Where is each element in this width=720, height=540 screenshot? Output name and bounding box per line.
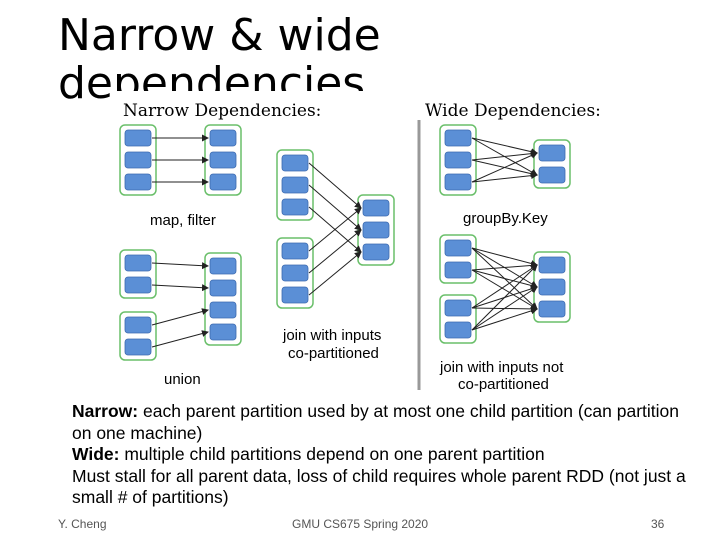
join-copartitioned-label-line-1: join with inputs: [282, 327, 381, 344]
wide-term: Wide:: [72, 444, 120, 464]
partition-block: [444, 239, 472, 257]
partition-block: [538, 300, 566, 318]
partition-block: [209, 151, 237, 169]
rdd-boxes: [119, 124, 571, 361]
partition-block: [444, 173, 472, 191]
partition-block: [209, 323, 237, 341]
dependency-arrow: [471, 152, 538, 183]
partition-block: [281, 176, 309, 194]
partition-block: [281, 198, 309, 216]
partition-block: [209, 173, 237, 191]
partition-block: [281, 286, 309, 304]
footer-author: Y. Cheng: [58, 517, 107, 531]
dependency-arrow: [308, 162, 362, 209]
dependency-arrow: [151, 308, 209, 326]
dependency-arrow: [308, 251, 362, 296]
wide-description-text: multiple child partitions depend on one …: [119, 444, 545, 464]
dependency-arrow: [471, 172, 538, 183]
dependency-arrow: [471, 261, 538, 271]
narrow-description: Narrow: each parent partition used by at…: [72, 401, 692, 444]
partition-block: [209, 279, 237, 297]
dependency-arrow: [151, 262, 209, 270]
dependency-arrow: [308, 206, 362, 253]
slide-body: Narrow: each parent partition used by at…: [72, 401, 692, 509]
dependency-arrow: [471, 137, 538, 156]
footer-page-number: 36: [651, 517, 665, 531]
partition-block: [124, 129, 152, 147]
dependency-arrow: [471, 286, 538, 331]
partition-block: [209, 257, 237, 275]
partition-block: [444, 321, 472, 339]
partition-block: [124, 316, 152, 334]
slide-title: Narrow & wide dependencies: [58, 12, 381, 108]
partition-block: [444, 299, 472, 317]
join-copartitioned-label-line-2: co-partitioned: [288, 345, 379, 362]
dependency-arrow: [471, 264, 538, 309]
partition-block: [124, 151, 152, 169]
dependency-arrow: [151, 330, 209, 348]
union-label: union: [164, 371, 201, 388]
partition-block: [538, 144, 566, 162]
partition-block: [362, 221, 390, 239]
partition-block: [124, 254, 152, 272]
partition-block: [124, 338, 152, 356]
stall-description: Must stall for all parent data, loss of …: [72, 465, 686, 508]
partition-block: [281, 154, 309, 172]
partition-block: [444, 129, 472, 147]
partition-block: [538, 166, 566, 184]
partition-block: [124, 276, 152, 294]
partition-block: [281, 264, 309, 282]
wide-description: Wide: multiple child partitions depend o…: [72, 444, 692, 466]
slide-title-line-1: Narrow & wide: [58, 10, 381, 61]
dependency-arrow: [471, 269, 538, 310]
dependency-arrow: [308, 229, 362, 274]
narrow-heading: Narrow Dependencies:: [123, 101, 321, 121]
dependency-arrow: [471, 264, 538, 331]
diagram-background: [113, 91, 593, 391]
union-child-rdd: [204, 252, 242, 346]
map-filter-label: map, filter: [150, 212, 216, 229]
dependency-arrows: [151, 134, 538, 348]
partition-block: [538, 256, 566, 274]
partition-block: [209, 301, 237, 319]
partition-block: [538, 278, 566, 296]
dependency-arrow: [471, 307, 538, 331]
narrow-description-text: each parent partition used by at most on…: [72, 401, 679, 443]
partition-block: [362, 199, 390, 217]
wide-heading: Wide Dependencies:: [425, 101, 601, 121]
join-not-copartitioned-label-line-2: co-partitioned: [458, 376, 549, 393]
dependency-arrow: [471, 269, 538, 289]
partition-block: [124, 173, 152, 191]
partition-block: [281, 242, 309, 260]
partition-block: [362, 243, 390, 261]
join-not-copartitioned-label-line-1: join with inputs not: [439, 359, 564, 376]
dependency-arrow: [471, 150, 538, 161]
partition-block: [444, 261, 472, 279]
dependency-arrow: [151, 284, 209, 292]
footer-course: GMU CS675 Spring 2020: [292, 517, 429, 531]
narrow-term: Narrow:: [72, 401, 139, 421]
dependencies-diagram: Narrow Dependencies: Wide Dependencies: …: [113, 91, 601, 393]
dependency-arrow: [471, 247, 538, 267]
dependency-arrow: [308, 184, 362, 231]
groupbykey-label: groupBy.Key: [463, 210, 548, 227]
partition-block: [444, 151, 472, 169]
partition-block: [209, 129, 237, 147]
